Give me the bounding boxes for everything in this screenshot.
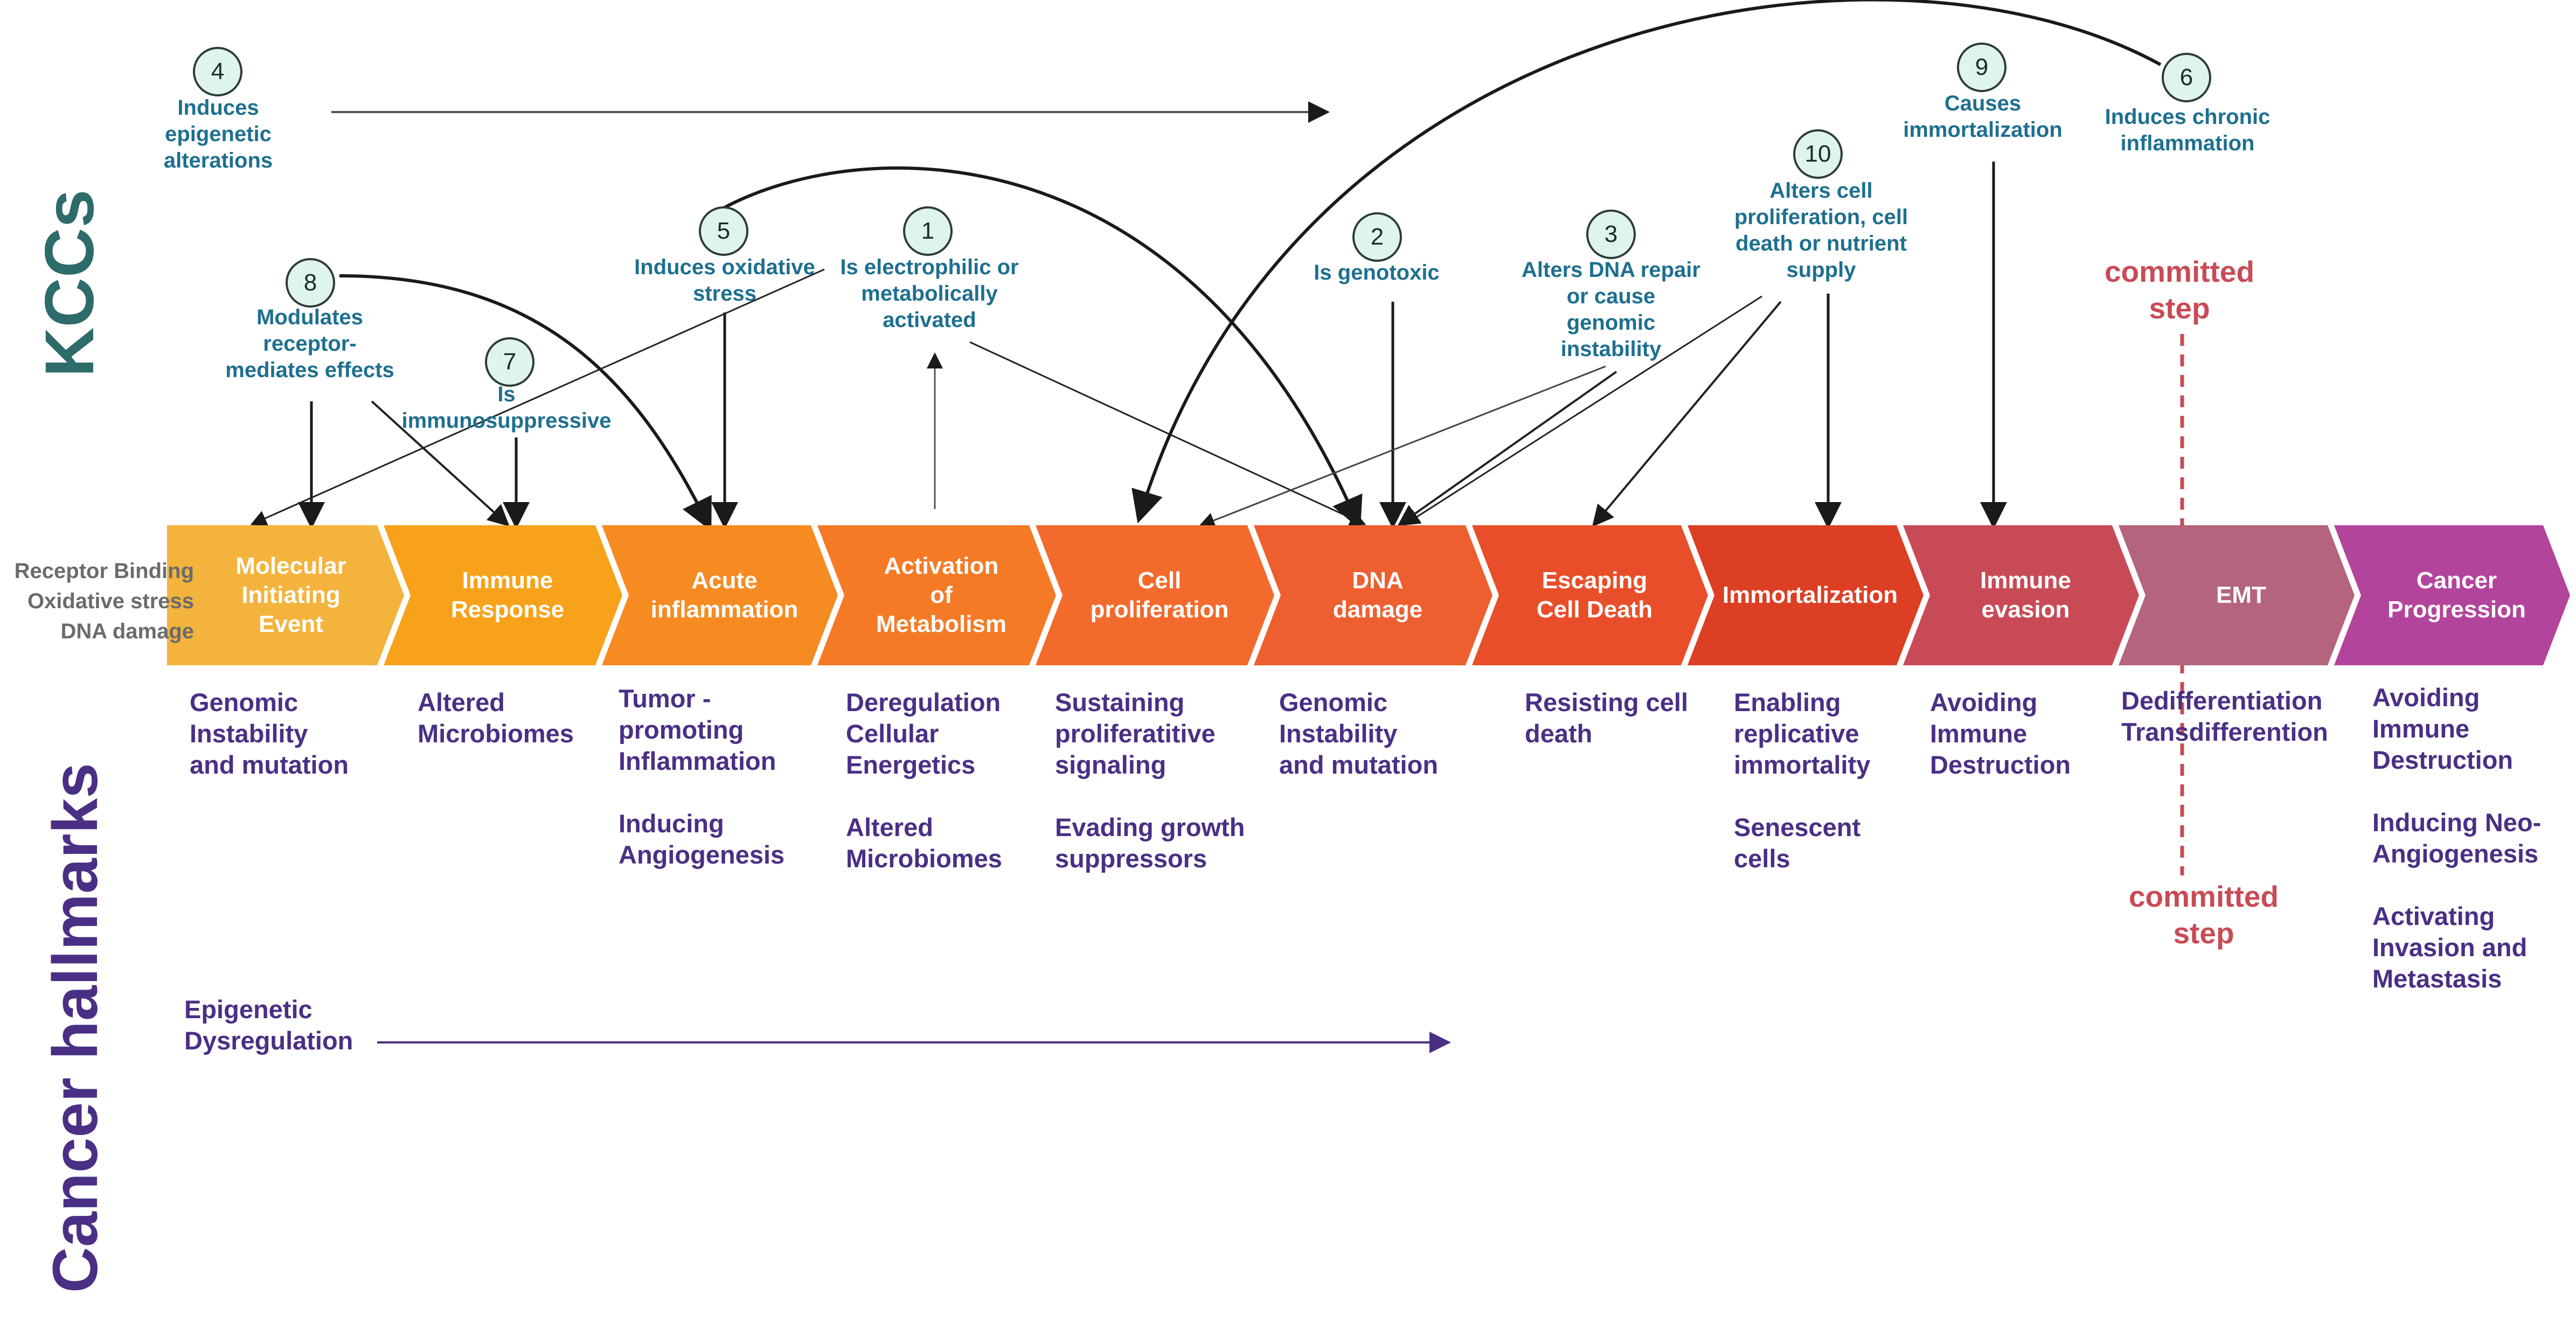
kcc6-arc (1131, 0, 2162, 524)
kcc1-arrow-dna (969, 341, 1366, 526)
stage-chevron-5 (1036, 525, 1274, 665)
kcc8-curve (339, 274, 712, 531)
stage-chevron-6 (1254, 525, 1492, 665)
stage-label-6: DNA damage (1332, 567, 1423, 623)
kcc-1-label: Is electrophilic or metabolically activa… (840, 255, 1019, 332)
stage-chevron-8 (1688, 525, 1924, 665)
hallmark-col-2: Altered Microbiomes (418, 688, 574, 748)
kcc5-curve (724, 166, 1363, 530)
kcc-10-circle: 10 (1793, 129, 1843, 179)
stage-label-5: Cell proliferation (1090, 567, 1229, 623)
stage-label-9: Immune evasion (1980, 567, 2071, 623)
stage-label-2: Immune Response (450, 567, 565, 623)
kcc-8-circle: 8 (286, 258, 335, 308)
kcc-2-circle: 2 (1352, 212, 1402, 262)
stage-chevron-4 (817, 525, 1056, 665)
stage-label-3: Acute inflammation (650, 567, 799, 623)
input-triggers: Receptor Binding Oxidative stress DNA da… (14, 559, 194, 643)
hallmark-col-11: Avoiding Immune Destruction Inducing Neo… (2372, 683, 2542, 993)
kcc-8-label: Modulates receptor- mediates effects (225, 305, 394, 382)
kcc3-arrow-dna (1397, 371, 1617, 526)
stage-label-7: Escaping Cell Death (1536, 567, 1653, 623)
epigenetic-dysregulation: Epigenetic Dysregulation (184, 995, 353, 1055)
stage-chevron-7 (1472, 525, 1708, 665)
hallmark-col-10: Dedifferentiation Transdifferention (2121, 686, 2328, 746)
committed-step-top: committed step (2104, 255, 2255, 325)
kcc-6-circle: 6 (2162, 53, 2211, 102)
stage-chevron-1 (167, 525, 404, 665)
kcc-5-label: Induces oxidative stress (634, 255, 815, 305)
kcc-3-circle: 3 (1586, 210, 1636, 259)
stage-chevrons (167, 525, 2570, 665)
committed-step-bottom: committed step (2128, 880, 2279, 950)
kcc-9-circle: 9 (1957, 43, 2006, 92)
stage-chevron-10 (2119, 525, 2355, 665)
hallmark-col-3: Tumor - promoting Inflammation Inducing … (619, 684, 785, 869)
kcc10-arrow-death (1592, 301, 1782, 527)
stage-chevron-3 (602, 525, 838, 665)
hallmark-col-9: Avoiding Immune Destruction (1930, 688, 2071, 779)
kcc-2-label: Is genotoxic (1314, 261, 1440, 284)
stage-label-10: EMT (2216, 582, 2266, 608)
kcc-6-label: Induces chronic inflammation (2105, 105, 2271, 155)
hallmark-col-1: Genomic Instability and mutation (190, 688, 349, 779)
kcc-5-circle: 5 (699, 206, 748, 256)
hallmark-col-6: Genomic Instability and mutation (1279, 688, 1439, 779)
kcc1-arrow-mie (250, 268, 825, 526)
hallmark-col-8: Enabling replicative immortality Senesce… (1734, 688, 1871, 873)
kcc-10-label: Alters cell proliferation, cell death or… (1734, 179, 1908, 282)
kcc-7-circle: 7 (485, 337, 534, 387)
stage-chevron-9 (1903, 525, 2139, 665)
stage-label-11: Cancer Progression (2387, 567, 2526, 623)
hallmark-col-7: Resisting cell death (1525, 688, 1688, 748)
kcc-4-label: Induces epigenetic alterations (163, 96, 273, 172)
stage-chevron-11 (2334, 525, 2570, 665)
kcc-7-label: Is immunosuppressive (401, 382, 612, 433)
kcc-4-circle: 4 (193, 47, 242, 96)
hallmark-col-4: Deregulation Cellular Energetics Altered… (846, 688, 1002, 873)
kcc-1-circle: 1 (903, 206, 953, 256)
stage-label-4: Activation of Metabolism (876, 553, 1007, 637)
kcc-3-label: Alters DNA repair or cause genomic insta… (1522, 258, 1700, 361)
stage-label-1: Molecular Initiating Event (235, 553, 346, 637)
hallmark-col-5: Sustaining proliferatitive signaling Eva… (1055, 688, 1245, 873)
stage-chevron-2 (384, 525, 622, 665)
stage-label-8: Immortalization (1722, 582, 1898, 608)
kcc8-arrow-immune (371, 400, 510, 527)
kcc3-arrow-prolif (1198, 365, 1606, 528)
kcc-9-label: Causes immortalization (1903, 92, 2063, 142)
kcc10-arrow-dna (1403, 295, 1762, 526)
